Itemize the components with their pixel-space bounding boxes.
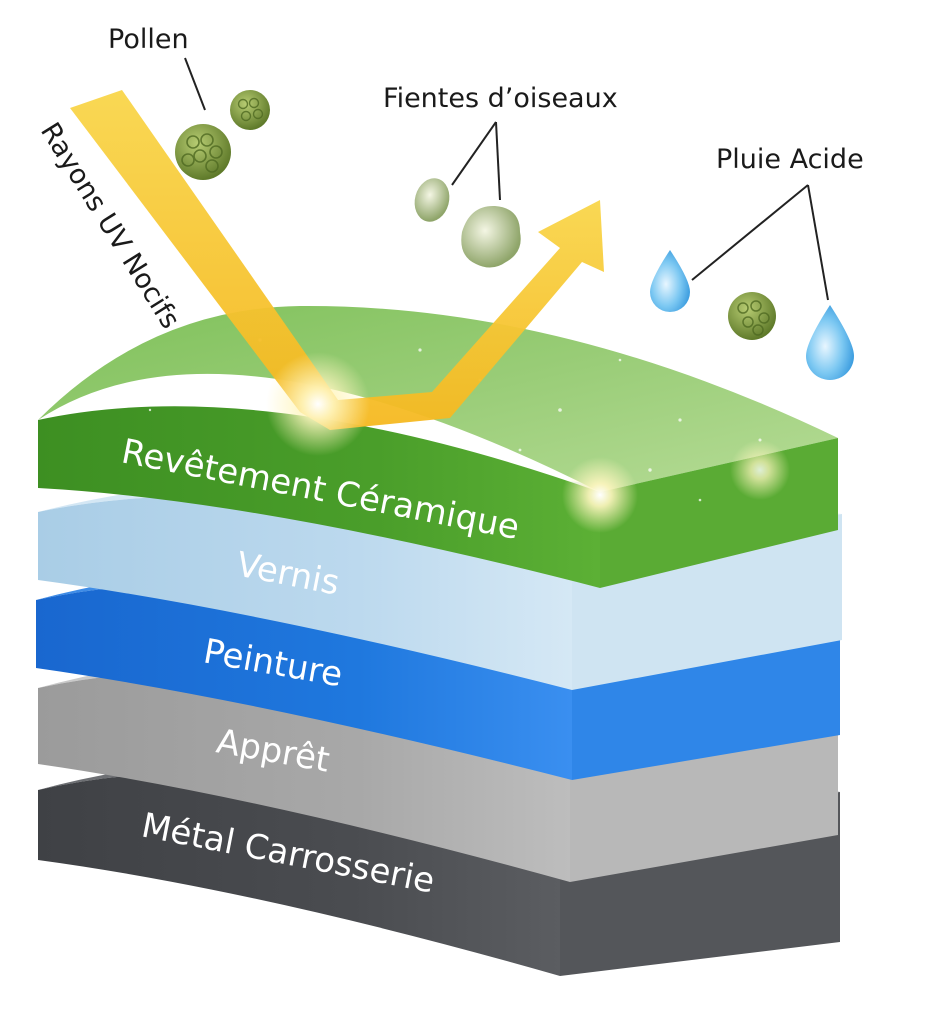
- dropping-large: [461, 205, 521, 268]
- ceramic-flare-corner: [730, 440, 790, 500]
- droplet-left: [650, 250, 690, 312]
- acid-rain-group: Pluie Acide: [650, 144, 864, 380]
- acid-rain-leader-right: [807, 184, 829, 301]
- layer-ceramic-front: [38, 406, 600, 588]
- pollen-group: Pollen: [108, 24, 270, 180]
- bird-droppings-label: Fientes d’oiseaux: [383, 83, 618, 114]
- droppings-leader-left: [451, 121, 497, 186]
- pollen-label: Pollen: [108, 24, 189, 55]
- pollen-grain-large: [175, 124, 231, 180]
- uv-ray-flare: [266, 352, 370, 456]
- acid-rain-label: Pluie Acide: [716, 144, 864, 175]
- uv-ray-incoming: [70, 90, 338, 412]
- droplet-right: [806, 305, 854, 380]
- droppings-leader-right: [495, 121, 501, 201]
- pollen-grain-rain: [728, 292, 776, 340]
- uv-ray: [70, 90, 790, 533]
- bird-droppings-group: Fientes d’oiseaux: [383, 83, 618, 268]
- dropping-small: [414, 178, 450, 222]
- pollen-grain-small: [230, 90, 270, 130]
- pollen-leader: [184, 57, 206, 111]
- ceramic-flare-edge: [562, 457, 638, 533]
- acid-rain-leader-left: [691, 184, 809, 281]
